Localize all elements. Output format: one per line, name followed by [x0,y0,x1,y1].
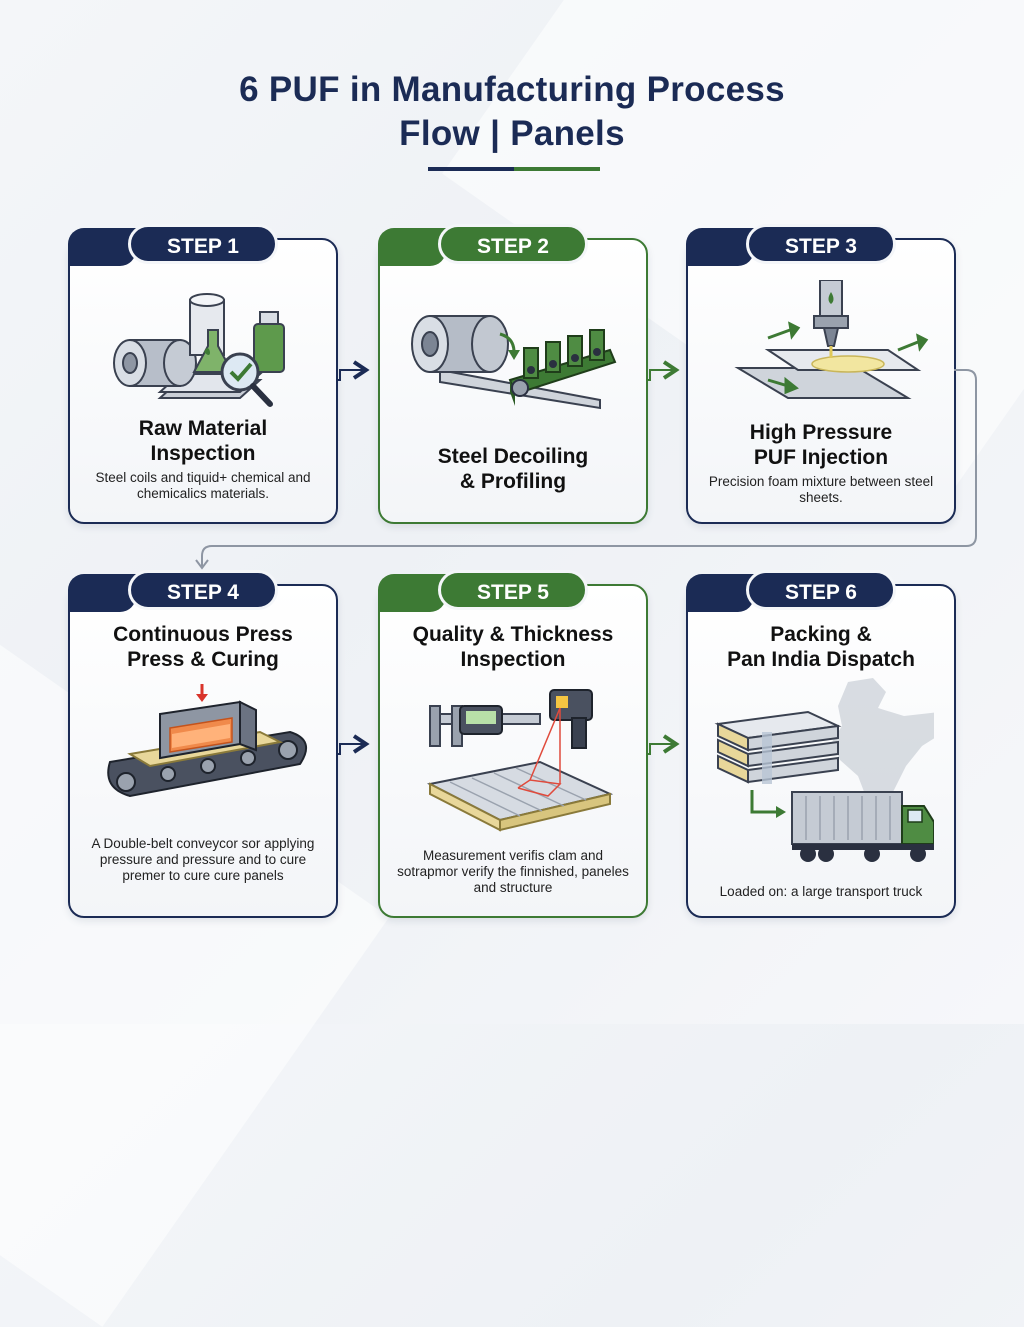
double-belt-press-icon [107,684,308,798]
step-title-line: Continuous Press [113,623,293,646]
title-line-2: Flow | Panels [399,114,625,153]
steel-coil-roller-icon [411,315,617,410]
arrow-step4-step5 [336,734,370,755]
step-title: Raw Material Inspection [78,416,328,466]
step-title: Packing & Pan India Dispatch [696,622,946,672]
step-description: Loaded on: a large transport truck [719,884,923,899]
step-tab [686,228,754,266]
step-card-4: STEP 4 Continuous Press Press & Curing A… [68,570,338,918]
step-title-line: Pan India Dispatch [727,648,915,671]
step-badge: STEP 3 [746,224,896,264]
step-title-line: Press & Curing [127,648,279,671]
step-title-line: Steel Decoiling [437,445,589,468]
step-title-line: & Profiling [459,470,567,493]
step-title-line: High Pressure [749,421,893,444]
arrow-step2-step3 [646,360,680,381]
arrow-step3-step4-head [195,559,209,570]
step-description: Precision foam mixture between steel she… [708,474,934,505]
arrow-step1-step2 [336,360,370,381]
step-description: Steel coils and tiquid+ chemical and che… [95,470,311,501]
step-tab [686,574,754,612]
step-card-6: STEP 6 Packing & Pan India Dispatch [686,570,956,918]
step-title-line: Packing & [770,623,872,646]
step-title-line: Raw Material [138,417,268,440]
step-title: High Pressure PUF Injection [696,420,946,470]
step-badge: STEP 6 [746,570,896,610]
title-underline-navy [428,167,514,171]
step-card-2: STEP 2 Steel Decoiling & Profiling [378,224,648,524]
step-tab [68,228,136,266]
step-description: Measurement verifis clam and sotrapmor v… [397,848,629,895]
title-line-1: 6 PUF in Manufacturing Process [239,70,785,109]
step-card-3: STEP 3 High Pressure PUF Injection Preci… [686,224,956,524]
step-tab [378,228,446,266]
step-title-line: PUF Injection [753,446,889,469]
step-badge: STEP 4 [128,570,278,610]
step-card-5: STEP 5 Quality & Thickness Inspection Me… [378,570,648,918]
step-badge: STEP 2 [438,224,588,264]
page-title: 6 PUF in Manufacturing Process Flow | Pa… [0,68,1024,156]
step-badge: STEP 1 [128,224,278,264]
panels-truck-india-map-icon [714,678,934,862]
step-title: Quality & Thickness Inspection [388,622,638,672]
india-map-icon [832,678,934,814]
foam-injection-nozzle-icon [734,280,929,399]
step-tab [68,574,136,612]
step-title-line: Inspection [150,442,256,465]
step-description: A Double-belt conveycor sor applying pre… [91,836,315,883]
step-title-line: Quality & Thickness [412,623,614,646]
step-tab [378,574,446,612]
step-badge: STEP 5 [438,570,588,610]
arrow-step5-step6 [646,734,680,755]
title-underline-green [514,167,600,171]
step-card-1: STEP 1 Raw Material Inspection Steel coi… [68,224,338,524]
raw-materials-magnifier-icon [113,293,285,407]
step-title: Steel Decoiling & Profiling [388,444,638,494]
step-title-line: Inspection [460,648,566,671]
caliper-laser-gauge-icon [426,689,614,832]
step-title: Continuous Press Press & Curing [78,622,328,672]
